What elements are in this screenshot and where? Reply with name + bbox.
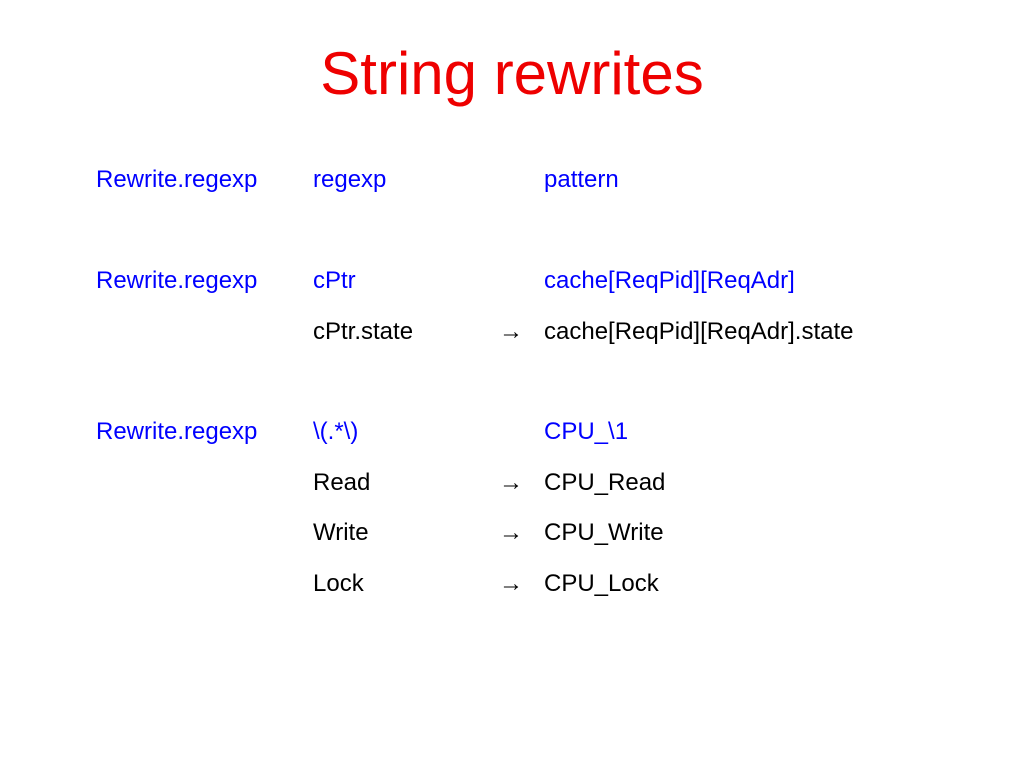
arrow-icon: → — [499, 469, 523, 496]
rewrite-rule-row: Rewrite.regexp \(.*\) CPU_\1 — [0, 415, 1024, 449]
rewrite-source: regexp — [313, 166, 387, 193]
rewrite-target: CPU_\1 — [544, 418, 629, 445]
rewrite-target: cache[ReqPid][ReqAdr] — [544, 267, 795, 294]
rewrite-command: Rewrite.regexp — [96, 267, 258, 294]
arrow-icon: → — [499, 519, 523, 546]
rewrite-command: Rewrite.regexp — [96, 418, 258, 445]
rewrite-rule-row: Rewrite.regexp cPtr cache[ReqPid][ReqAdr… — [0, 264, 1024, 298]
rewrite-rule-row: Rewrite.regexp regexp pattern — [0, 163, 1024, 197]
arrow-icon: → — [499, 570, 523, 597]
example-input: Write — [313, 519, 369, 546]
rewrite-target: pattern — [544, 166, 619, 193]
example-input: Read — [313, 469, 371, 496]
rewrite-command: Rewrite.regexp — [96, 166, 258, 193]
example-output: cache[ReqPid][ReqAdr].state — [544, 318, 854, 345]
example-output: CPU_Read — [544, 469, 666, 496]
rewrite-example-row: Read → CPU_Read — [0, 466, 1024, 500]
example-input: Lock — [313, 570, 364, 597]
slide-title: String rewrites — [320, 40, 704, 107]
arrow-icon: → — [499, 318, 523, 345]
rewrite-example-row: Write → CPU_Write — [0, 516, 1024, 550]
example-output: CPU_Lock — [544, 570, 659, 597]
example-output: CPU_Write — [544, 519, 664, 546]
rewrite-example-row: Lock → CPU_Lock — [0, 567, 1024, 601]
rewrite-source: cPtr — [313, 267, 356, 294]
example-input: cPtr.state — [313, 318, 414, 345]
rewrite-example-row: cPtr.state → cache[ReqPid][ReqAdr].state — [0, 315, 1024, 349]
rewrite-source: \(.*\) — [313, 418, 359, 445]
